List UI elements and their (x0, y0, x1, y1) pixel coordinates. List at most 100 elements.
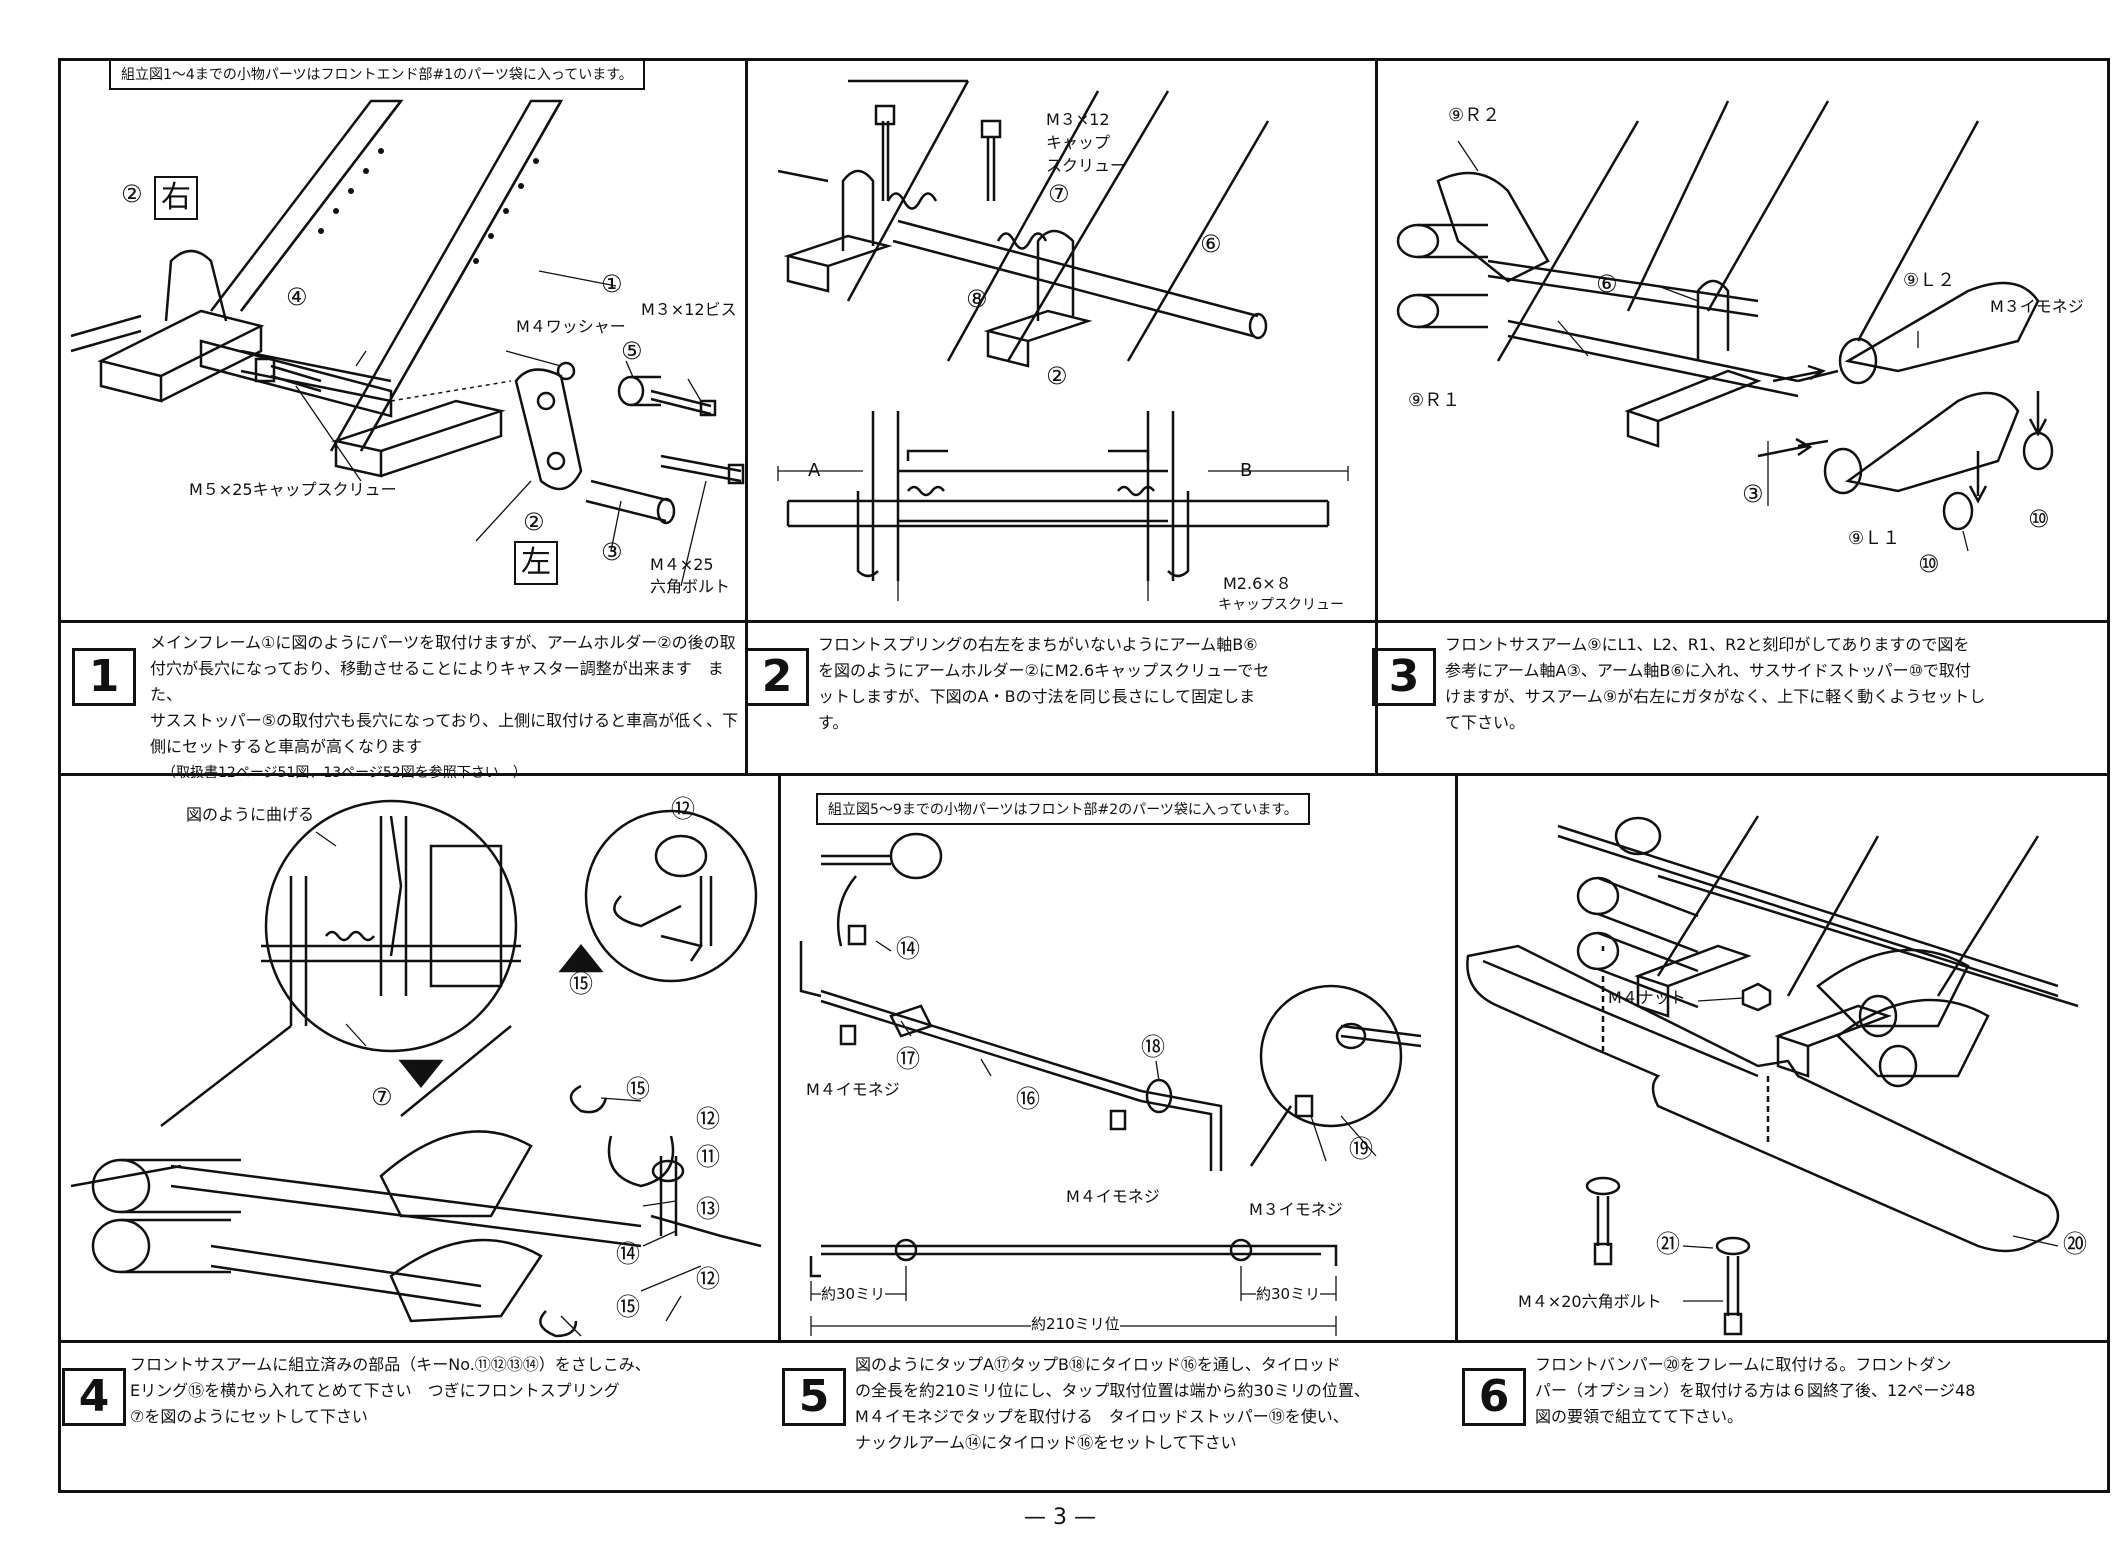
panel-3-illustration: ⑨Ｒ２ ⑨Ｒ１ ⑨Ｌ２ ⑨Ｌ１ M３イモネジ ⑥ ③ ⑩ ⑩ (1378, 61, 2107, 620)
callout-6: ⑥ (1596, 270, 1618, 298)
step-1-line: メインフレーム①に図のようにパーツを取付けますが、アームホルダー②の後の取 (150, 633, 736, 652)
step-6-line: 図の要領で組立てて下さい。 (1535, 1407, 1744, 1426)
callout-12: ⑫ (696, 1265, 720, 1293)
step-5-line: 図のようにタップA⑰タップB⑱にタイロッド⑯を通し、タイロッド (855, 1355, 1341, 1374)
label-hex-bolt-type: 六角ボルト (650, 577, 731, 596)
label-l2: ⑨Ｌ２ (1903, 270, 1956, 291)
dim-a: A (808, 460, 821, 481)
callout-15: ⑮ (616, 1293, 640, 1321)
callout-15: ⑮ (626, 1075, 650, 1103)
step-1-note: （取扱書12ページ51図、13ページ52図を参照下さい ） (162, 765, 527, 781)
step-1-line: 側にセットすると車高が高くなります (150, 737, 423, 756)
panel-2-illustration: M３×12 キャップ スクリュー ⑦ ⑥ ⑧ ② A B M2.6×８ キャップ… (748, 61, 1375, 620)
label-nut: M４ナット (1608, 988, 1686, 1007)
callout-14: ⑭ (896, 935, 920, 963)
step-5-text: 図のようにタップA⑰タップB⑱にタイロッド⑯を通し、タイロッド の全長を約210… (855, 1352, 1455, 1456)
step-3-line: て下さい。 (1445, 713, 1526, 732)
step-4-text: フロントサスアームに組立済みの部品（キーNo.⑪⑫⑬⑭）をさしこみ、 Eリング⑮… (130, 1352, 770, 1430)
callout-18: ⑱ (1141, 1033, 1165, 1061)
spring-axle-drawing (748, 61, 1375, 620)
label-dim-left: 約30ミリ (821, 1285, 886, 1304)
divider (745, 58, 748, 773)
label-small-cap-size: M2.6×８ (1223, 574, 1292, 593)
callout-17: ⑰ (896, 1045, 920, 1073)
label-m4-setscrew-b: M４イモネジ (1066, 1187, 1160, 1206)
step-number-2: 2 (745, 648, 809, 706)
step-number-5: 5 (782, 1368, 846, 1426)
divider (58, 773, 2110, 776)
label-bolt: M４×20六角ボルト (1518, 1292, 1662, 1311)
callout-21: ㉑ (1656, 1230, 1680, 1258)
label-m3-setscrew: M３イモネジ (1249, 1200, 1343, 1219)
knuckle-spring-drawing (61, 776, 778, 1340)
step-1-line: サスストッパー⑤の取付穴も長穴になっており、上側に取付けると車高が低く、下 (150, 711, 739, 730)
divider (58, 620, 2110, 623)
parts-bag-note-2: 組立図5〜9までの小物パーツはフロント部#2のパーツ袋に入っています。 (816, 793, 1310, 825)
step-number-4: 4 (62, 1368, 126, 1426)
label-r1: ⑨Ｒ１ (1408, 390, 1461, 411)
callout-11: ⑪ (696, 1143, 720, 1171)
callout-19: ⑲ (1349, 1135, 1373, 1163)
callout-2: ② (523, 508, 545, 536)
callout-2: ② (1046, 362, 1068, 390)
label-small-cap-type: キャップスクリュー (1218, 597, 1344, 613)
step-number-6: 6 (1462, 1368, 1526, 1426)
label-l1: ⑨Ｌ１ (1848, 528, 1901, 549)
step-6-text: フロントバンパー⑳をフレームに取付ける。フロントダン パー（オプション）を取付け… (1535, 1352, 2105, 1430)
label-setscrew: M３イモネジ (1990, 297, 2084, 316)
callout-16: ⑯ (1016, 1085, 1040, 1113)
step-1-line: 付穴が長穴になっており、移動させることによりキャスター調整が出来ます また、 (150, 659, 724, 704)
label-m4-setscrew-a: M４イモネジ (806, 1080, 900, 1099)
label-dim-total: 約210ミリ位 (1031, 1315, 1120, 1334)
callout-6: ⑥ (1200, 230, 1222, 258)
callout-3: ③ (601, 538, 623, 566)
step-4-line: ⑦を図のようにセットして下さい (130, 1407, 368, 1426)
callout-7: ⑦ (1048, 180, 1070, 208)
step-3-line: けますが、サスアーム⑨が右左にガタがなく、上下に軽く動くようセットし (1445, 687, 1986, 706)
step-3-line: フロントサスアーム⑨にL1、L2、R1、R2と刻印がしてありますので図を (1445, 635, 1970, 654)
callout-3: ③ (1742, 480, 1764, 508)
callout-2: ② (121, 180, 143, 208)
callout-4: ④ (286, 283, 308, 311)
callout-13: ⑬ (696, 1195, 720, 1223)
panel-1-illustration: 組立図1〜4までの小物パーツはフロントエンド部#1のパーツ袋に入っています。 右… (61, 61, 745, 620)
panel-4-illustration: 図のように曲げる ⑫ ⑮ ⑦ ⑮ ⑫ ⑪ ⑬ ⑭ ⑫ ⑮ (61, 776, 778, 1340)
parts-bag-note: 組立図1〜4までの小物パーツはフロントエンド部#1のパーツ袋に入っています。 (109, 61, 645, 90)
label-dim-right: 約30ミリ (1256, 1285, 1321, 1304)
step-4-line: フロントサスアームに組立済みの部品（キーNo.⑪⑫⑬⑭）をさしこみ、 (130, 1355, 651, 1374)
callout-10: ⑩ (2028, 505, 2050, 533)
tie-rod-drawing (781, 776, 1455, 1340)
callout-10: ⑩ (1918, 550, 1940, 578)
step-2-line: を図のようにアームホルダー②にM2.6キャップスクリューでセ (818, 661, 1270, 680)
label-hex-bolt: M４×25 (650, 555, 714, 574)
label-cap-screw-type-2: スクリュー (1046, 156, 1127, 175)
divider (58, 1340, 2110, 1343)
frame-assembly-drawing (61, 61, 745, 620)
step-3-line: 参考にアーム軸A③、アーム軸B⑥に入れ、サスサイドストッパー⑩で取付 (1445, 661, 1971, 680)
panel-6-illustration: M４ナット M４×20六角ボルト ㉑ ⑳ (1458, 776, 2107, 1340)
step-2-line: フロントスプリングの右左をまちがいないようにアーム軸B⑥ (818, 635, 1258, 654)
label-r2: ⑨Ｒ２ (1448, 105, 1501, 126)
panel-5-illustration: 組立図5〜9までの小物パーツはフロント部#2のパーツ袋に入っています。 ⑭ ⑰ … (781, 776, 1455, 1340)
label-washer: M４ワッシャー (516, 317, 626, 336)
step-1-text: メインフレーム①に図のようにパーツを取付けますが、アームホルダー②の後の取 付穴… (150, 630, 740, 786)
callout-5: ⑤ (621, 337, 643, 365)
callout-1: ① (601, 270, 623, 298)
step-2-text: フロントスプリングの右左をまちがいないようにアーム軸B⑥ を図のようにアームホル… (818, 632, 1368, 736)
dim-b: B (1240, 460, 1253, 481)
step-4-line: Eリング⑮を横から入れてとめて下さい つぎにフロントスプリング (130, 1381, 620, 1400)
right-side-label: 右 (154, 176, 198, 220)
step-number-3: 3 (1372, 648, 1436, 706)
step-6-line: パー（オプション）を取付ける方は６図終了後、12ページ48 (1535, 1381, 1976, 1400)
label-screw: M３×12ビス (641, 300, 737, 319)
callout-15: ⑮ (569, 970, 593, 998)
step-number-1: 1 (72, 648, 136, 706)
step-5-line: ナックルアーム⑭にタイロッド⑯をセットして下さい (855, 1433, 1237, 1452)
step-3-text: フロントサスアーム⑨にL1、L2、R1、R2と刻印がしてありますので図を 参考に… (1445, 632, 2105, 736)
step-5-line: M４イモネジでタップを取付ける タイロッドストッパー⑲を使い、 (855, 1407, 1349, 1426)
callout-12: ⑫ (671, 795, 695, 823)
divider (778, 773, 781, 1340)
callout-7: ⑦ (371, 1083, 393, 1111)
step-6-line: フロントバンパー⑳をフレームに取付ける。フロントダン (1535, 1355, 1952, 1374)
label-bend: 図のように曲げる (186, 805, 315, 824)
